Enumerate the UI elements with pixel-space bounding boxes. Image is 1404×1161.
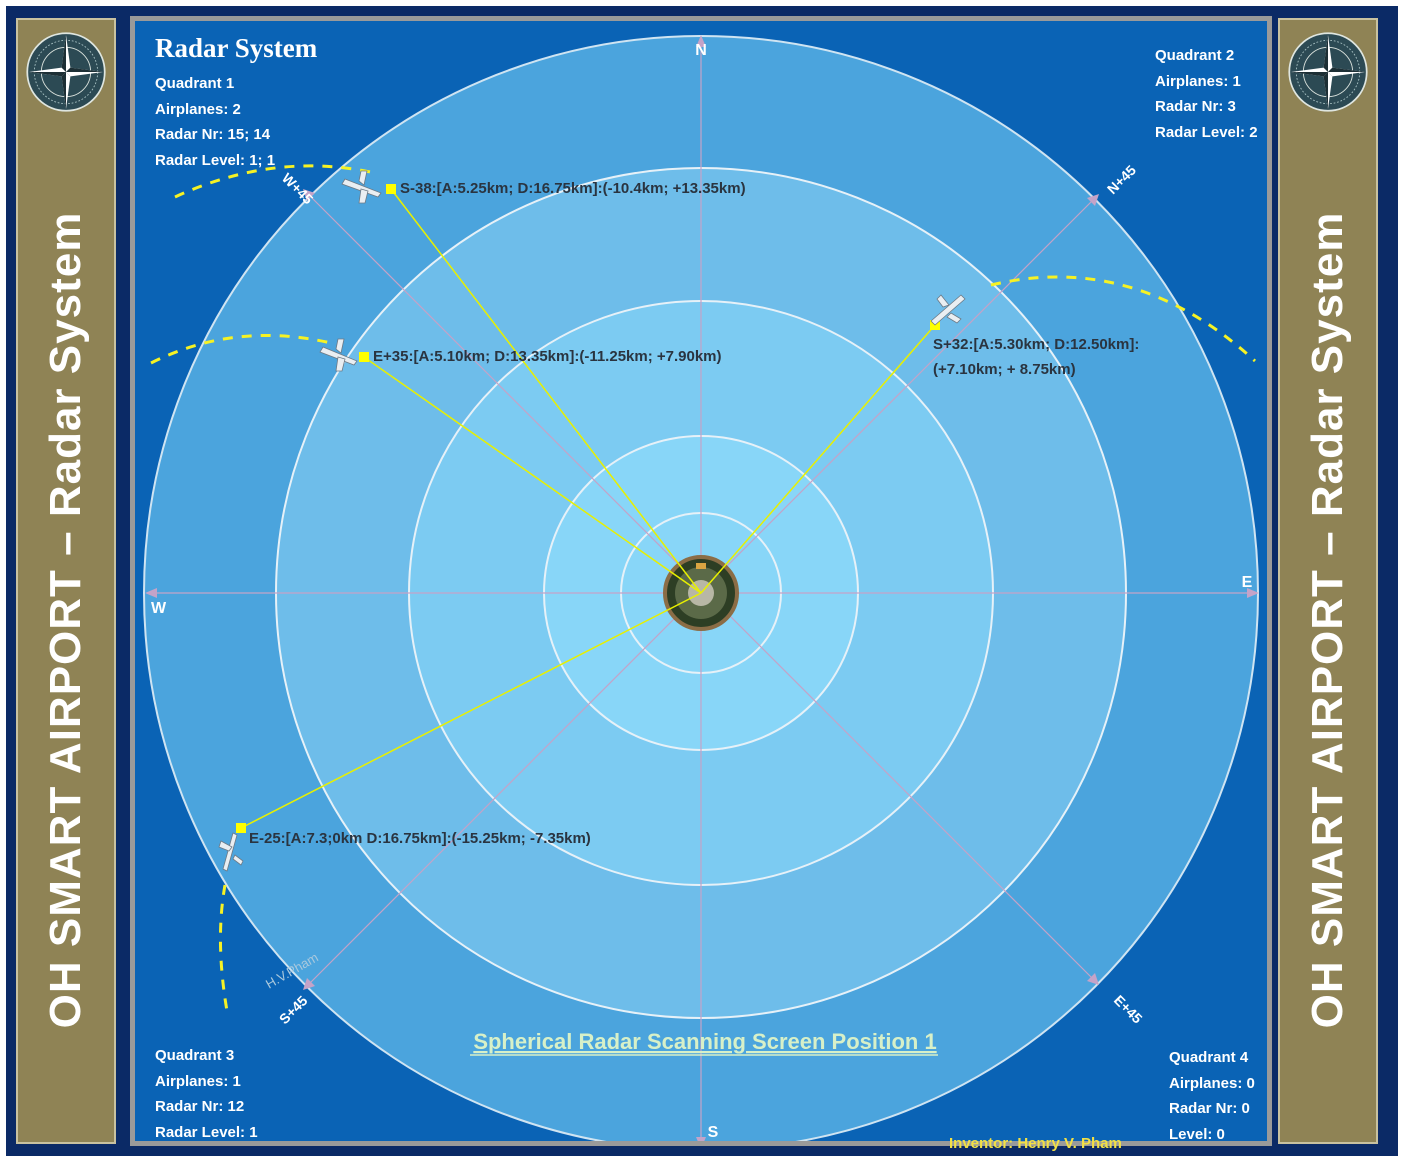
radar-caption: Spherical Radar Scanning Screen Position… xyxy=(473,1029,936,1054)
quadrant-airplanes: Airplanes: 0 xyxy=(1169,1074,1255,1092)
airplane-icon xyxy=(319,338,358,372)
compass-label-n: N xyxy=(695,42,707,59)
radar-screen[interactable]: N S E W W+45 N+45 S+45 E+45 S-38:[A:5.25… xyxy=(130,16,1272,1152)
quadrant-radar-nr: Radar Nr: 0 xyxy=(1169,1100,1250,1117)
compass-label-w: W xyxy=(151,600,167,617)
quadrant-radar-nr: Radar Nr: 12 xyxy=(155,1098,245,1115)
quadrant-radar-level: Radar Level: 1; 1 xyxy=(155,151,276,169)
sidebar-title: OH SMART AIRPORT – Radar System xyxy=(1303,211,1352,1029)
quadrant-airplanes: Airplanes: 1 xyxy=(1155,72,1241,90)
quadrant-airplanes: Airplanes: 2 xyxy=(155,100,241,118)
quadrant-name: Quadrant 4 xyxy=(1169,1049,1249,1066)
quadrant-name: Quadrant 2 xyxy=(1155,47,1235,64)
left-sidebar: OH SMART AIRPORT – Radar System xyxy=(16,18,116,1144)
radar-display: N S E W W+45 N+45 S+45 E+45 S-38:[A:5.25… xyxy=(135,21,1267,1141)
target-label[interactable]: E+35:[A:5.10km; D:13.35km]:(-11.25km; +7… xyxy=(373,348,722,365)
app-frame: OH SMART AIRPORT – Radar System xyxy=(6,6,1398,1156)
quadrant-radar-level: Radar Level: 1 xyxy=(155,1123,258,1141)
compass-label-e: E xyxy=(1242,574,1253,591)
target-label[interactable]: S+32:[A:5.30km; D:12.50km]: xyxy=(933,336,1139,353)
sidebar-title: OH SMART AIRPORT – Radar System xyxy=(41,211,90,1029)
airplane-icon xyxy=(218,832,244,872)
target-label[interactable]: S-38:[A:5.25km; D:16.75km]:(-10.4km; +13… xyxy=(400,180,746,197)
radar-tracks xyxy=(240,188,936,829)
flight-paths xyxy=(150,164,1257,1012)
quadrant-4-info: Quadrant 4 Airplanes: 0 Radar Nr: 0 Leve… xyxy=(1169,1045,1255,1147)
quadrant-radar-nr: Radar Nr: 15; 14 xyxy=(155,126,271,143)
quadrant-radar-level: Radar Level: 2 xyxy=(1155,123,1258,141)
quadrant-1-info: Quadrant 1 Airplanes: 2 Radar Nr: 15; 14… xyxy=(155,71,275,173)
quadrant-radar-nr: Radar Nr: 3 xyxy=(1155,98,1236,115)
inventor-credit: Inventor: Henry V. Pham xyxy=(949,1135,1122,1152)
quadrant-radar-level: Level: 0 xyxy=(1169,1125,1225,1143)
airplane-icon xyxy=(341,170,382,204)
quadrant-name: Quadrant 3 xyxy=(155,1047,235,1064)
compass-label-s: S xyxy=(708,1124,719,1141)
quadrant-name: Quadrant 1 xyxy=(155,75,235,92)
quadrant-3-info: Quadrant 3 Airplanes: 1 Radar Nr: 12 Rad… xyxy=(155,1043,258,1145)
compass-rose-icon xyxy=(26,32,106,112)
airplane-icon xyxy=(930,294,966,326)
axis-arrowheads xyxy=(145,35,1259,1141)
page-title: Radar System xyxy=(155,33,318,63)
quadrant-airplanes: Airplanes: 1 xyxy=(155,1072,241,1090)
right-sidebar: OH SMART AIRPORT – Radar System xyxy=(1278,18,1378,1144)
compass-rose-icon xyxy=(1288,32,1368,112)
target-label[interactable]: (+7.10km; + 8.75km) xyxy=(933,361,1076,378)
target-label[interactable]: E-25:[A:7.3;0km D:16.75km]:(-15.25km; -7… xyxy=(249,830,591,847)
quadrant-2-info: Quadrant 2 Airplanes: 1 Radar Nr: 3 Rada… xyxy=(1155,43,1258,145)
